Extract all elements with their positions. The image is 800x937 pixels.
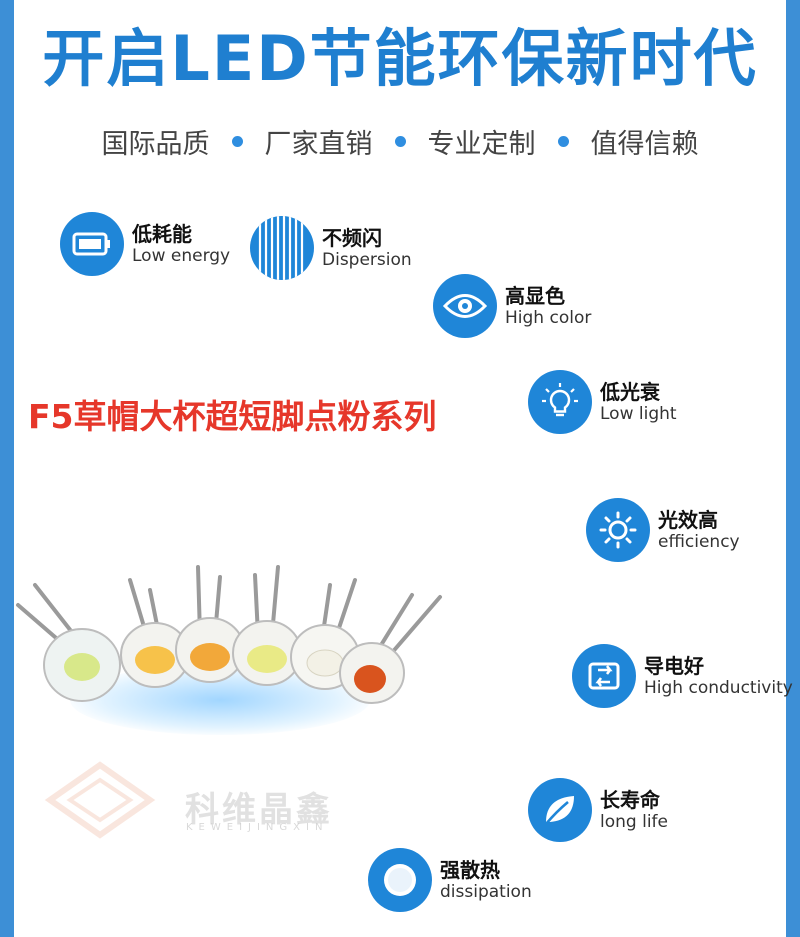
battery-icon [60,212,124,276]
led-products-image [16,565,442,704]
product-series-title: F5草帽大杯超短脚点粉系列 [28,397,437,436]
feature-en: Dispersion [322,249,412,270]
tag-direct-sale: 厂家直销 [264,129,373,160]
sun-icon [586,498,650,562]
stripes-icon [250,216,314,280]
feature-cn: 不频闪 [322,225,382,250]
tag-trust: 值得信赖 [590,129,699,160]
feature-en: High color [505,307,592,328]
feature-high-color: 高显色 High color [433,274,591,338]
feature-low-light-decay: 低光衰 Low light [528,370,677,434]
feature-en: efficiency [658,531,740,552]
feature-cn: 低耗能 [132,221,192,246]
tag-quality: 国际品质 [101,129,210,160]
feature-cn: 导电好 [644,653,704,678]
eye-icon [433,274,497,338]
page-title: 开启LED节能环保新时代 [42,22,758,95]
feature-low-energy: 低耗能 Low energy [60,212,230,276]
bullet-dot [557,136,569,147]
feature-en: dissipation [440,881,532,902]
brand-watermark-pinyin: KEWEIJINGXIN [186,822,329,833]
tag-custom: 专业定制 [427,129,536,160]
bullet-dot [394,136,406,147]
feature-cn: 长寿命 [600,787,660,812]
feature-en: Low light [600,403,677,424]
brand-watermark: 科维晶鑫 [185,790,333,830]
feature-en: High conductivity [644,677,793,698]
feature-cn: 强散热 [440,857,500,882]
feature-cn: 高显色 [505,283,565,308]
bulb-icon [528,370,592,434]
feature-efficiency: 光效高 efficiency [586,498,740,562]
feature-cn: 光效高 [658,507,718,532]
leaf-icon [528,778,592,842]
feature-heat-dissipation: 强散热 dissipation [368,848,532,912]
bullet-dot [231,136,243,147]
feature-en: long life [600,811,668,832]
feature-long-life: 长寿命 long life [528,778,668,842]
refresh-icon [572,644,636,708]
feature-conductivity: 导电好 High conductivity [572,644,793,708]
feature-cn: 低光衰 [600,379,660,404]
brand-logo-watermark [44,761,156,839]
tagline: 国际品质 厂家直销 专业定制 值得信赖 [0,122,800,161]
ring-icon [368,848,432,912]
feature-no-flicker: 不频闪 Dispersion [250,216,412,280]
feature-en: Low energy [132,245,231,266]
